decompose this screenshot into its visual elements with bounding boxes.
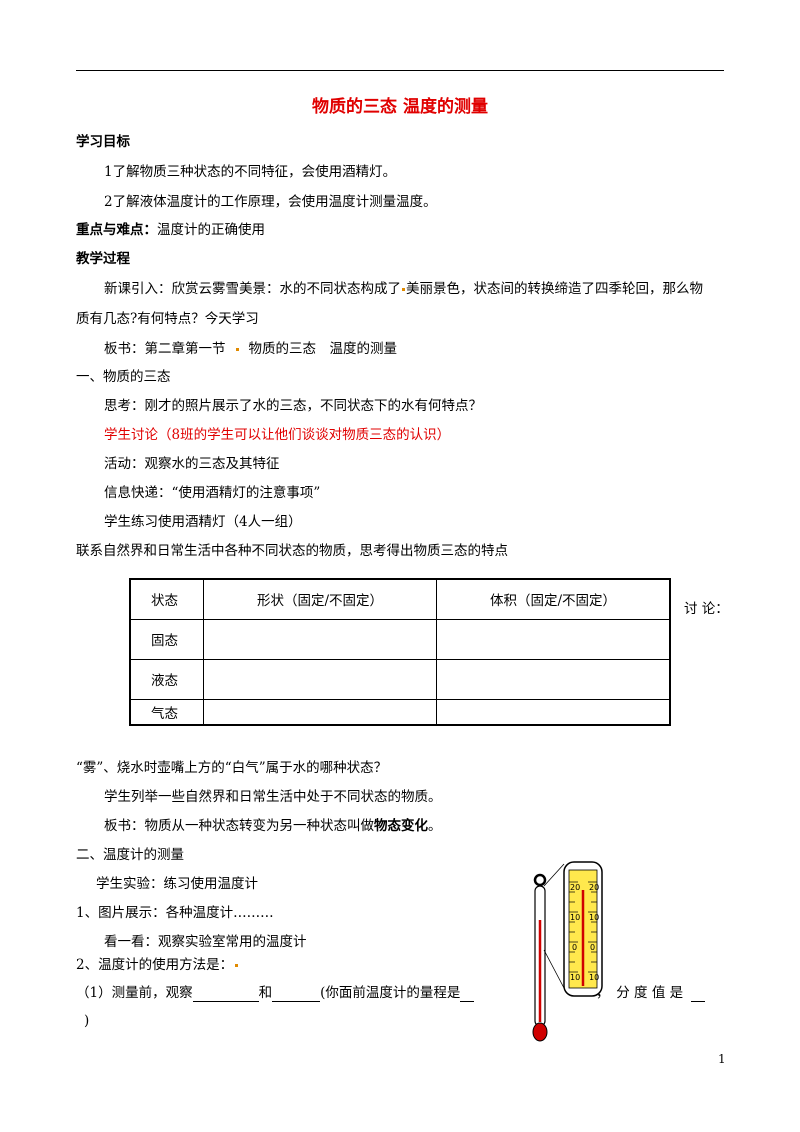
blank-field[interactable] <box>691 987 706 1002</box>
intro-text-a: 新课引入：欣赏云雾雪美景：水的不同状态构成了 <box>104 281 401 297</box>
table-cell[interactable] <box>203 698 437 726</box>
orange-mark <box>402 288 405 291</box>
key-text: 温度计的正确使用 <box>157 222 265 238</box>
info-line: 信息快递：“使用酒精灯的注意事项” <box>104 485 321 501</box>
table-cell[interactable] <box>436 658 671 700</box>
blank-field[interactable] <box>460 987 475 1002</box>
goal-1: 1了解物质三种状态的不同特征，会使用酒精灯。 <box>104 164 397 180</box>
table-header-cell: 体积（固定/不固定） <box>436 578 671 620</box>
pics-line: 1、图片展示：各种温度计……… <box>76 905 274 921</box>
part-2-heading: 二、温度计的测量 <box>76 847 184 863</box>
scale-label: 10 <box>589 913 599 922</box>
blank-field[interactable] <box>272 987 321 1002</box>
page-number: 1 <box>718 1052 726 1066</box>
board-line-2: 板书：物质从一种状态转变为另一种状态叫做物态变化。 <box>104 817 442 835</box>
key-label: 重点与难点： <box>76 222 157 238</box>
question-1-line: （1）测量前，观察 和 (你面前温度计的量程是 <box>76 984 475 1002</box>
states-table: 状态 形状（固定/不固定） 体积（固定/不固定） 固态 液态 气态 <box>129 578 671 726</box>
table-header-cell: 形状（固定/不固定） <box>203 578 437 620</box>
connect-line: 联系自然界和日常生活中各种不同状态的物质，思考得出物质三态的特点 <box>76 543 508 559</box>
table-cell[interactable] <box>436 698 671 726</box>
usage-text: 2、温度计的使用方法是： <box>76 957 234 973</box>
question-1-close: ) <box>84 1013 90 1029</box>
scale-label: 10 <box>570 973 580 982</box>
board2-period: 。 <box>428 818 442 834</box>
discuss-line: 学生讨论（8班的学生可以让他们谈谈对物质三态的认识） <box>104 427 451 443</box>
question-1-tail: ， 分 度 值 是 <box>596 984 706 1002</box>
heading-process: 教学过程 <box>76 251 130 267</box>
board1-text-a: 板书：第二章第一节 <box>104 341 226 357</box>
table-row-label: 气态 <box>129 698 204 726</box>
board2-text: 板书：物质从一种状态转变为另一种状态叫做 <box>104 818 374 834</box>
intro-line-1: 新课引入：欣赏云雾雪美景：水的不同状态构成了美丽景色，状态间的转换缔造了四季轮回… <box>104 280 703 298</box>
students-list-line: 学生列举一些自然界和日常生活中处于不同状态的物质。 <box>104 789 442 805</box>
heading-goals: 学习目标 <box>76 134 130 150</box>
usage-line: 2、温度计的使用方法是： <box>76 956 240 974</box>
table-row-label: 固态 <box>129 618 204 660</box>
table-cell[interactable] <box>203 618 437 660</box>
thermometer-figure: 20 20 10 10 0 0 10 10 <box>532 861 603 1042</box>
discuss-side-label: 讨 论： <box>684 601 729 617</box>
activity-line: 活动：观察水的三态及其特征 <box>104 456 280 472</box>
table-row: 液态 <box>129 658 671 700</box>
q1-text-d: ， 分 度 值 是 <box>596 985 684 1001</box>
board-line-1: 板书：第二章第一节 物质的三态 温度的测量 <box>104 340 397 358</box>
scale-label: 0 <box>572 943 577 952</box>
board1-text-b: 物质的三态 温度的测量 <box>248 341 398 357</box>
table-cell[interactable] <box>203 658 437 700</box>
table-row: 气态 <box>129 698 671 726</box>
key-points: 重点与难点：温度计的正确使用 <box>76 221 265 239</box>
experiment-line: 学生实验：练习使用温度计 <box>96 876 258 892</box>
q1-text-a: （1）测量前，观察 <box>76 985 193 1001</box>
practice-line: 学生练习使用酒精灯（4人一组） <box>104 514 302 530</box>
intro-text-b: 美丽景色，状态间的转换缔造了四季轮回，那么物 <box>406 281 703 297</box>
orange-mark <box>235 964 239 967</box>
think-line: 思考：刚才的照片展示了水的三态，不同状态下的水有何特点？ <box>104 398 482 414</box>
table-header-row: 状态 形状（固定/不固定） 体积（固定/不固定） <box>129 578 671 620</box>
table-cell[interactable] <box>436 618 671 660</box>
page-title: 物质的三态 温度的测量 <box>312 97 488 117</box>
scale-label: 20 <box>570 883 580 892</box>
goal-2: 2了解液体温度计的工作原理，会使用温度计测量温度。 <box>104 194 437 210</box>
table-row: 固态 <box>129 618 671 660</box>
table-row-label: 液态 <box>129 658 204 700</box>
intro-line-2: 质有几态?有何特点？今天学习 <box>76 311 259 327</box>
scale-label: 20 <box>589 883 599 892</box>
fog-question: “雾”、烧水时壶嘴上方的“白气”属于水的哪种状态？ <box>76 760 388 776</box>
scale-label: 10 <box>589 973 599 982</box>
look-line: 看一看：观察实验室常用的温度计 <box>104 934 307 950</box>
q1-text-b: 和 <box>258 985 273 1001</box>
table-header-cell: 状态 <box>129 578 204 620</box>
scale-label: 10 <box>570 913 580 922</box>
orange-mark <box>235 348 239 351</box>
q1-text-c: (你面前温度计的量程是 <box>320 985 461 1001</box>
blank-field[interactable] <box>192 987 259 1002</box>
board2-term: 物态变化 <box>374 818 428 834</box>
header-rule <box>76 70 724 71</box>
scale-label: 0 <box>590 943 595 952</box>
part-1-heading: 一、物质的三态 <box>76 369 171 385</box>
